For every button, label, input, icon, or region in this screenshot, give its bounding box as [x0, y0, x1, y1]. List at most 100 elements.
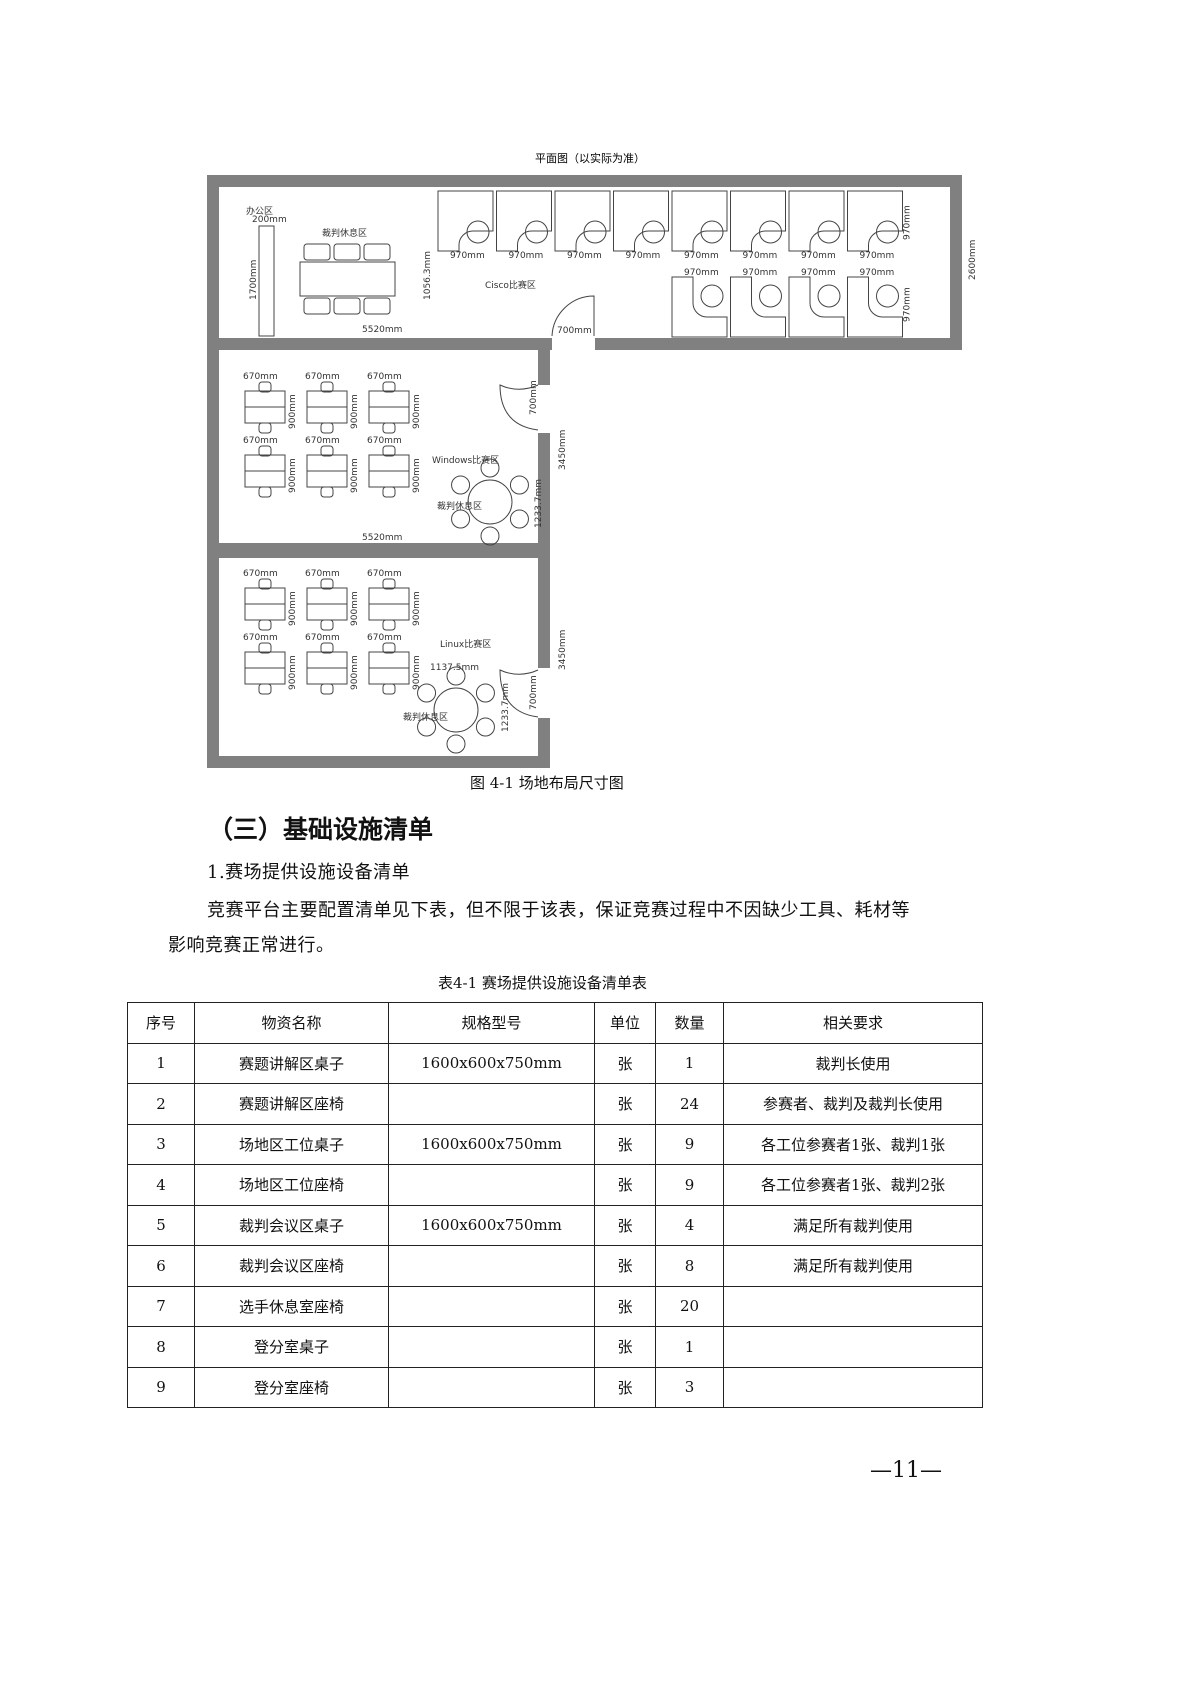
label-cubicle-width: 970mm [860, 268, 895, 278]
label-cubicle-width: 970mm [450, 251, 485, 261]
label-cubicle-width: 970mm [567, 251, 602, 261]
table-cell: 裁判会议区桌子 [194, 1204, 389, 1246]
chair [700, 220, 724, 244]
table-cell: 5 [127, 1204, 195, 1246]
label-cubicle-width: 970mm [743, 251, 778, 261]
chair [320, 578, 334, 590]
cubicle-desk [496, 190, 552, 252]
label-judge-rest-top: 裁判休息区 [322, 227, 367, 239]
table-cell: 张 [594, 1123, 656, 1165]
table-cell: 选手休息室座椅 [194, 1285, 389, 1327]
chair [333, 297, 361, 315]
table-cell: 张 [594, 1366, 656, 1408]
table-cell: 3 [127, 1123, 195, 1165]
cubicle-desk [847, 276, 903, 338]
chair [258, 486, 272, 498]
table-cell: 2 [127, 1083, 195, 1125]
table-cell: 1600x600x750mm [388, 1204, 595, 1246]
chair [876, 220, 899, 244]
label-round-dia-2: 1137.5mm [430, 663, 479, 673]
chair [303, 297, 331, 315]
label-desk-height: 900mm [288, 458, 298, 493]
table-cell: 1600x600x750mm [388, 1123, 595, 1165]
table-cell: 张 [594, 1164, 656, 1206]
subheading: 1.赛场提供设施设备清单 [207, 862, 411, 883]
chair [320, 619, 334, 631]
label-cubicle-width: 970mm [860, 251, 895, 261]
chair [382, 381, 396, 393]
chair [451, 509, 471, 529]
table-cell: 20 [655, 1285, 724, 1327]
table-caption: 表4-1 赛场提供设施设备清单表 [438, 974, 647, 992]
table-cell: 1 [127, 1042, 195, 1084]
chair [258, 578, 272, 590]
label-cubicle-width: 970mm [626, 251, 661, 261]
table-cell: 9 [127, 1366, 195, 1408]
chair [333, 243, 361, 261]
cubicle-desk [613, 190, 669, 252]
label-cubicle-width: 970mm [801, 251, 836, 261]
table-cell [388, 1285, 595, 1327]
table-cell [388, 1164, 595, 1206]
chair [363, 297, 391, 315]
label-depth: 1056.3mm [423, 251, 433, 300]
chair [303, 243, 331, 261]
table-cell: 1 [655, 1326, 724, 1368]
chair [759, 284, 782, 308]
page-number: —11— [870, 1458, 942, 1483]
label-desk-height: 900mm [412, 394, 422, 429]
chair [509, 475, 529, 495]
label-linux: Linux比赛区 [440, 638, 491, 650]
table-cell: 24 [655, 1083, 724, 1125]
label-desk-height: 900mm [350, 458, 360, 493]
door [499, 669, 539, 718]
label-room-height-bottom: 3450mm [558, 630, 568, 670]
label-round-dia-bottom: 1233.7mm [501, 683, 511, 732]
chair [258, 642, 272, 654]
chair [642, 220, 665, 244]
label-judge-rest-bottom: 裁判休息区 [403, 711, 448, 723]
chair [382, 642, 396, 654]
chair [475, 683, 495, 703]
table-cell: 张 [594, 1245, 656, 1287]
chair [382, 578, 396, 590]
chair [382, 619, 396, 631]
cubicle-desk [437, 190, 494, 252]
table-cell: 各工位参赛者1张、裁判2张 [723, 1164, 983, 1206]
label-door-top: 700mm [557, 326, 592, 336]
cubicle-desk [554, 190, 611, 252]
chair [876, 284, 899, 308]
label-top-width: 5520mm [362, 325, 402, 335]
chair [446, 734, 466, 754]
label-cubicle-depth: 970mm [903, 205, 913, 240]
table-cell [388, 1083, 595, 1125]
chair [480, 526, 500, 546]
label-desk-height: 900mm [350, 591, 360, 626]
table-cell: 9 [655, 1164, 724, 1206]
chair [382, 422, 396, 434]
round-table [467, 479, 513, 525]
chair [759, 220, 782, 244]
chair [417, 683, 437, 703]
cubicle-desk [671, 190, 728, 252]
label-desk-width: 670mm [305, 633, 340, 643]
chair [320, 486, 334, 498]
table-cell: 规格型号 [388, 1002, 595, 1044]
label-office: 办公区 [246, 205, 273, 217]
chair [320, 683, 334, 695]
label-desk-height: 900mm [288, 394, 298, 429]
floor-plan-title: 平面图（以实际为准） [535, 151, 645, 165]
chair [451, 475, 471, 495]
table-cell: 物资名称 [194, 1002, 389, 1044]
chair [258, 381, 272, 393]
table-header-row: 序号物资名称规格型号单位数量相关要求 [127, 1002, 983, 1044]
table-cell [723, 1285, 983, 1327]
chair [320, 381, 334, 393]
table-cell: 9 [655, 1123, 724, 1165]
table-cell: 1 [655, 1042, 724, 1084]
table-cell: 1600x600x750mm [388, 1042, 595, 1084]
table-cell: 数量 [655, 1002, 724, 1044]
